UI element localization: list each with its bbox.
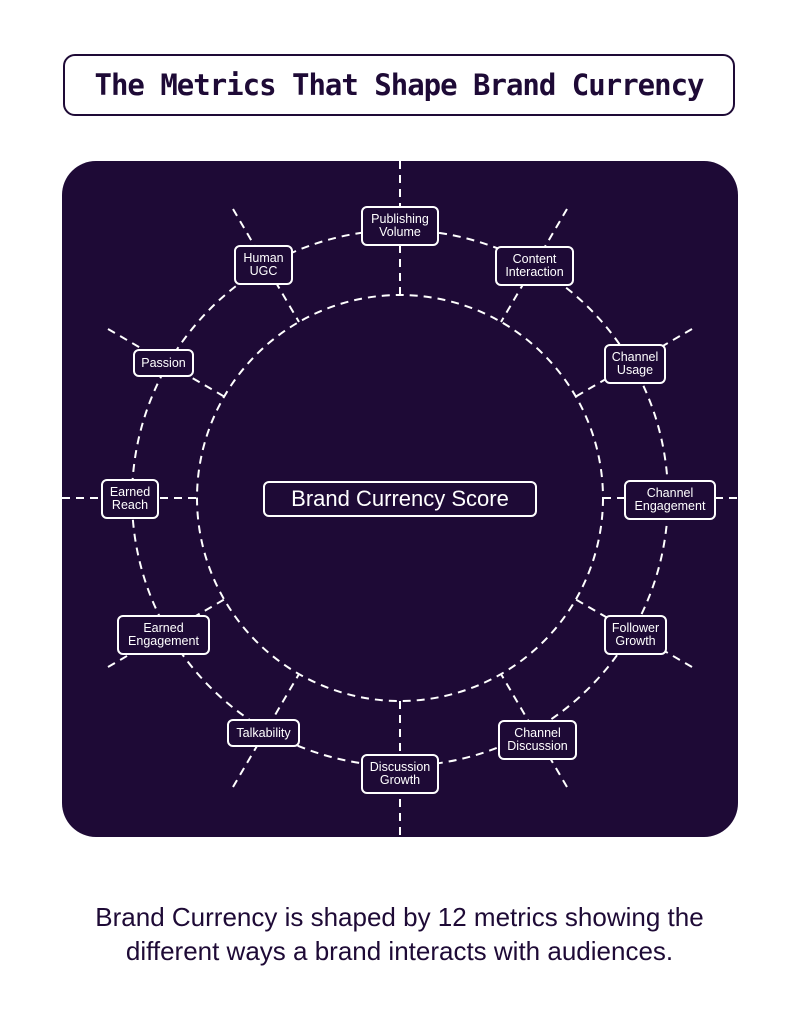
metric-line2: Growth [379,773,421,787]
caption: Brand Currency is shaped by 12 metrics s… [0,900,799,968]
center-label: Brand Currency Score [291,486,509,511]
metric-passion: Passion [133,349,194,377]
metric-line2: Discussion [507,739,568,753]
spoke-ene [574,328,693,398]
metric-earned-engagement: Earned Engagement [117,615,210,655]
metric-line1: Earned [143,621,184,635]
spoke-wsw [107,598,226,668]
metric-line2: Usage [616,363,654,377]
title-box: The Metrics That Shape Brand Currency [63,54,735,116]
metric-line1: Channel [514,726,561,740]
caption-line2: different ways a brand interacts with au… [125,936,674,966]
metric-line1: Talkability [236,725,291,740]
metric-line2: Growth [615,634,656,648]
metric-line1: Passion [141,355,186,370]
spoke-ne [500,208,568,323]
metric-line1: Human [243,251,284,265]
metric-channel-engagement: Channel Engagement [624,480,716,520]
spoke-ese [574,598,693,668]
metric-line1: Publishing [371,212,429,226]
metric-line2: Reach [111,498,149,512]
metric-talkability: Talkability [227,719,300,747]
metric-content-interaction: Content Interaction [495,246,574,286]
metric-earned-reach: Earned Reach [101,479,159,519]
metric-publishing-volume: Publishing Volume [361,206,439,246]
brand-currency-score-label: Brand Currency Score [263,481,537,517]
metric-line1: Discussion [369,760,431,774]
page-title: The Metrics That Shape Brand Currency [94,68,704,102]
spoke-se [500,673,568,788]
spoke-wnw [107,328,226,398]
metric-line1: Follower [611,621,660,635]
metric-line2: Interaction [505,265,564,279]
metric-line2: UGC [249,264,278,278]
metric-line2: Volume [379,225,421,239]
metric-channel-discussion: Channel Discussion [498,720,577,760]
metric-discussion-growth: Discussion Growth [361,754,439,794]
diagram-panel: Brand Currency Score Publishing Volume C… [62,161,738,837]
metric-line1: Content [512,252,557,266]
metric-channel-usage: Channel Usage [604,344,666,384]
metric-line1: Channel [646,486,694,500]
metric-line1: Earned [109,485,151,499]
spoke-nw [232,208,300,323]
spoke-sw [232,673,300,788]
metric-line2: Engagement [634,499,706,513]
metric-line1: Channel [611,350,659,364]
metric-human-ugc: Human UGC [234,245,293,285]
metric-follower-growth: Follower Growth [604,615,667,655]
metric-line2: Engagement [128,634,199,648]
caption-line1: Brand Currency is shaped by 12 metrics s… [95,902,704,932]
